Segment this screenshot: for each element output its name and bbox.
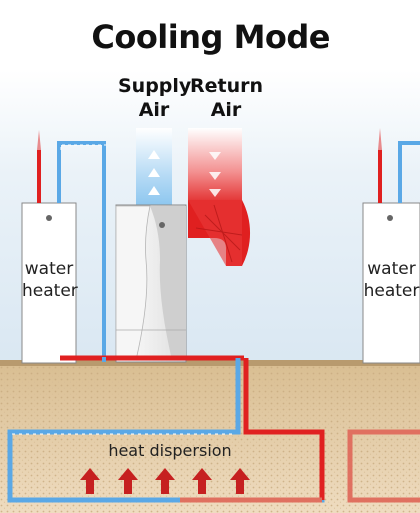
up-arrow-icon [192,468,212,494]
up-arrow-icon [148,168,160,177]
water-heater-left-label: water heater [22,258,78,302]
down-arrow-icon [209,152,221,160]
hot-outlet-right [378,150,382,203]
water-heater-right-tank [362,202,420,364]
water-heater-left-line2: heater [22,281,78,301]
return-down-arrows [209,152,221,197]
up-arrow-icon [155,468,175,494]
cold-inlet-left [57,150,61,203]
logo-icon [46,215,52,221]
hot-outlet-right-top [378,128,382,150]
ground-loop-right [347,429,420,503]
logo-icon [159,222,165,228]
water-heater-left-tank [21,202,77,364]
return-air-label: Return Air [190,74,264,122]
cold-pipe-left-flow [60,144,106,150]
heat-dispersion-arrows [80,468,250,494]
supply-air-label-line2: Air [138,99,170,121]
cold-pipe-left [57,141,106,357]
supply-air-label-line1: Supply [118,75,192,97]
up-arrow-icon [230,468,250,494]
down-arrow-icon [209,189,221,197]
page-title: Cooling Mode [91,18,330,56]
cold-pipe-right [398,141,420,150]
water-heater-right-line1: water [367,259,416,279]
elbow-seams [195,204,243,263]
ground-texture [0,364,420,513]
floor-slab [0,360,420,366]
hot-outlet-left-top [37,130,41,150]
heat-dispersion-label: heat dispersion [108,441,232,460]
unit-side-panel [150,206,186,360]
return-air-label-line2: Air [210,99,242,121]
supply-air-label: Supply Air [118,74,192,122]
cold-inlet-right [398,150,402,203]
water-heater-right-label: water heater [363,258,420,302]
up-arrow-icon [80,468,100,494]
logo-icon [387,215,393,221]
return-air-label-line1: Return [190,75,264,97]
down-arrow-icon [209,172,221,180]
up-arrow-icon [148,150,160,159]
ground-loop-return [243,358,325,500]
up-arrow-icon [148,186,160,195]
water-heater-left-line1: water [24,259,74,279]
up-arrow-icon [118,468,138,494]
water-heater-right-line2: heater [363,281,420,301]
hot-outlet-left [37,150,41,203]
supply-up-arrows [148,150,160,195]
